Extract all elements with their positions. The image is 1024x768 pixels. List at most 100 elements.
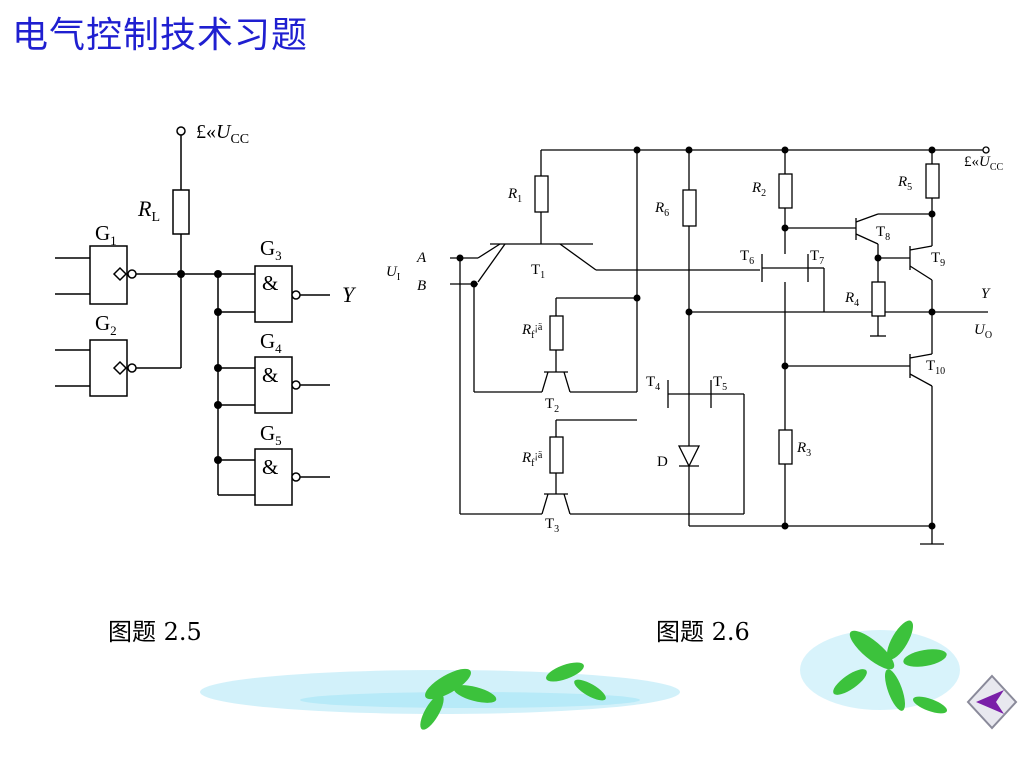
vcc-terminal bbox=[176, 126, 186, 136]
junction-dot bbox=[781, 522, 789, 530]
junction-dot bbox=[928, 146, 936, 154]
diode-label: D bbox=[657, 454, 668, 470]
leaf-icon bbox=[420, 694, 444, 730]
t9-label: T9 bbox=[931, 250, 945, 269]
junction-dot bbox=[685, 146, 693, 154]
g1-label: G1 bbox=[95, 221, 117, 248]
r2-label: R2 bbox=[751, 180, 766, 199]
figure-2-6-labels: R1 R6 R2 R5 R4 R3 Rf¡ä Rf¡ä T1 T2 T3 T4 … bbox=[386, 154, 1004, 535]
inverter-bubble bbox=[291, 472, 301, 482]
junction-dot bbox=[874, 254, 882, 262]
and-symbol: & bbox=[262, 363, 278, 387]
resistor-rf2 bbox=[549, 436, 564, 474]
figure-2-5 bbox=[55, 126, 330, 506]
and-symbol: & bbox=[262, 271, 278, 295]
g2-label: G2 bbox=[95, 311, 117, 338]
resistor-r3 bbox=[778, 429, 793, 465]
resistor-r2 bbox=[778, 173, 793, 209]
open-collector-icon bbox=[112, 360, 128, 376]
output-y-label: Y bbox=[342, 282, 357, 307]
junction-dot bbox=[633, 146, 641, 154]
resistor-r1 bbox=[534, 175, 549, 213]
resistor-r5 bbox=[925, 163, 940, 199]
vcc-label: £«UCC bbox=[964, 154, 1004, 173]
gate-g5 bbox=[254, 448, 293, 506]
leaf-icon bbox=[546, 662, 584, 682]
leaf-icon bbox=[833, 669, 867, 695]
light-streak bbox=[300, 692, 640, 708]
leaf-icon bbox=[574, 679, 606, 701]
resistor-r6 bbox=[682, 189, 697, 227]
junction-dot bbox=[214, 364, 222, 372]
resistor-r4 bbox=[871, 281, 886, 317]
uo-label: UO bbox=[974, 322, 992, 341]
gate-g3 bbox=[254, 265, 293, 323]
gate-g2 bbox=[89, 339, 128, 397]
rf1-label: Rf¡ä bbox=[521, 322, 543, 341]
leaf-icon bbox=[453, 685, 497, 703]
light-streak bbox=[800, 630, 960, 710]
t2-label: T2 bbox=[545, 396, 559, 415]
diode-symbol bbox=[677, 445, 701, 468]
r5-label: R5 bbox=[897, 174, 912, 193]
back-button[interactable] bbox=[966, 674, 1018, 730]
back-arrow-icon bbox=[976, 690, 1004, 714]
t1-label: T1 bbox=[531, 262, 545, 281]
t4-label: T4 bbox=[646, 374, 660, 393]
leaf-icon bbox=[425, 668, 471, 700]
resistor-rl bbox=[172, 189, 190, 235]
junction-dot bbox=[214, 456, 222, 464]
junction-dot bbox=[781, 146, 789, 154]
input-b-label: B bbox=[417, 278, 426, 294]
junction-dot bbox=[928, 522, 936, 530]
junction-dot bbox=[214, 308, 222, 316]
rl-label: RL bbox=[137, 196, 160, 225]
junction-dot bbox=[214, 401, 222, 409]
r4-label: R4 bbox=[844, 290, 859, 309]
figure-2-6 bbox=[450, 146, 990, 545]
junction-dot bbox=[781, 224, 789, 232]
r3-label: R3 bbox=[796, 440, 811, 459]
slide-title: 电气控制技术习题 bbox=[12, 15, 309, 56]
leaf-icon bbox=[912, 696, 948, 714]
caption-figure-2-6: 图题 2.6 bbox=[656, 618, 750, 646]
leaf-icon bbox=[849, 630, 895, 670]
vcc-label: £«UCC bbox=[196, 121, 249, 147]
t10-label: T10 bbox=[926, 358, 945, 377]
junction-dot bbox=[456, 254, 464, 262]
gate-g1 bbox=[89, 245, 128, 305]
r1-label: R1 bbox=[507, 186, 522, 205]
junction-dot bbox=[470, 280, 478, 288]
and-symbol: & bbox=[262, 455, 278, 479]
inverter-bubble bbox=[127, 269, 137, 279]
inverter-bubble bbox=[291, 290, 301, 300]
leaf-icon bbox=[903, 649, 947, 667]
gate-g4 bbox=[254, 356, 293, 414]
r6-label: R6 bbox=[654, 200, 669, 219]
g5-label: G5 bbox=[260, 421, 282, 448]
decorative-leaves bbox=[200, 620, 960, 730]
ui-label: UI bbox=[386, 264, 400, 283]
junction-dot bbox=[685, 308, 693, 316]
resistor-rf1 bbox=[549, 315, 564, 351]
t5-label: T5 bbox=[713, 374, 727, 393]
junction-dot bbox=[928, 308, 936, 316]
g4-label: G4 bbox=[260, 329, 282, 356]
junction-dot bbox=[928, 210, 936, 218]
figure-2-5-labels: £«UCC RL G1 G2 G3 G4 G5 & & & Y bbox=[95, 121, 357, 479]
vcc-terminal bbox=[982, 146, 990, 154]
caption-figure-2-5: 图题 2.5 bbox=[108, 618, 202, 646]
rf2-label: Rf¡ä bbox=[521, 450, 543, 469]
t7-label: T7 bbox=[810, 248, 824, 267]
inverter-bubble bbox=[127, 363, 137, 373]
junction-dot bbox=[633, 294, 641, 302]
output-y-label: Y bbox=[981, 286, 991, 302]
t8-label: T8 bbox=[876, 224, 890, 243]
leaf-icon bbox=[885, 669, 905, 711]
inverter-bubble bbox=[291, 380, 301, 390]
g3-label: G3 bbox=[260, 236, 282, 263]
junction-dot bbox=[177, 270, 185, 278]
t3-label: T3 bbox=[545, 516, 559, 535]
input-a-label: A bbox=[416, 250, 427, 266]
